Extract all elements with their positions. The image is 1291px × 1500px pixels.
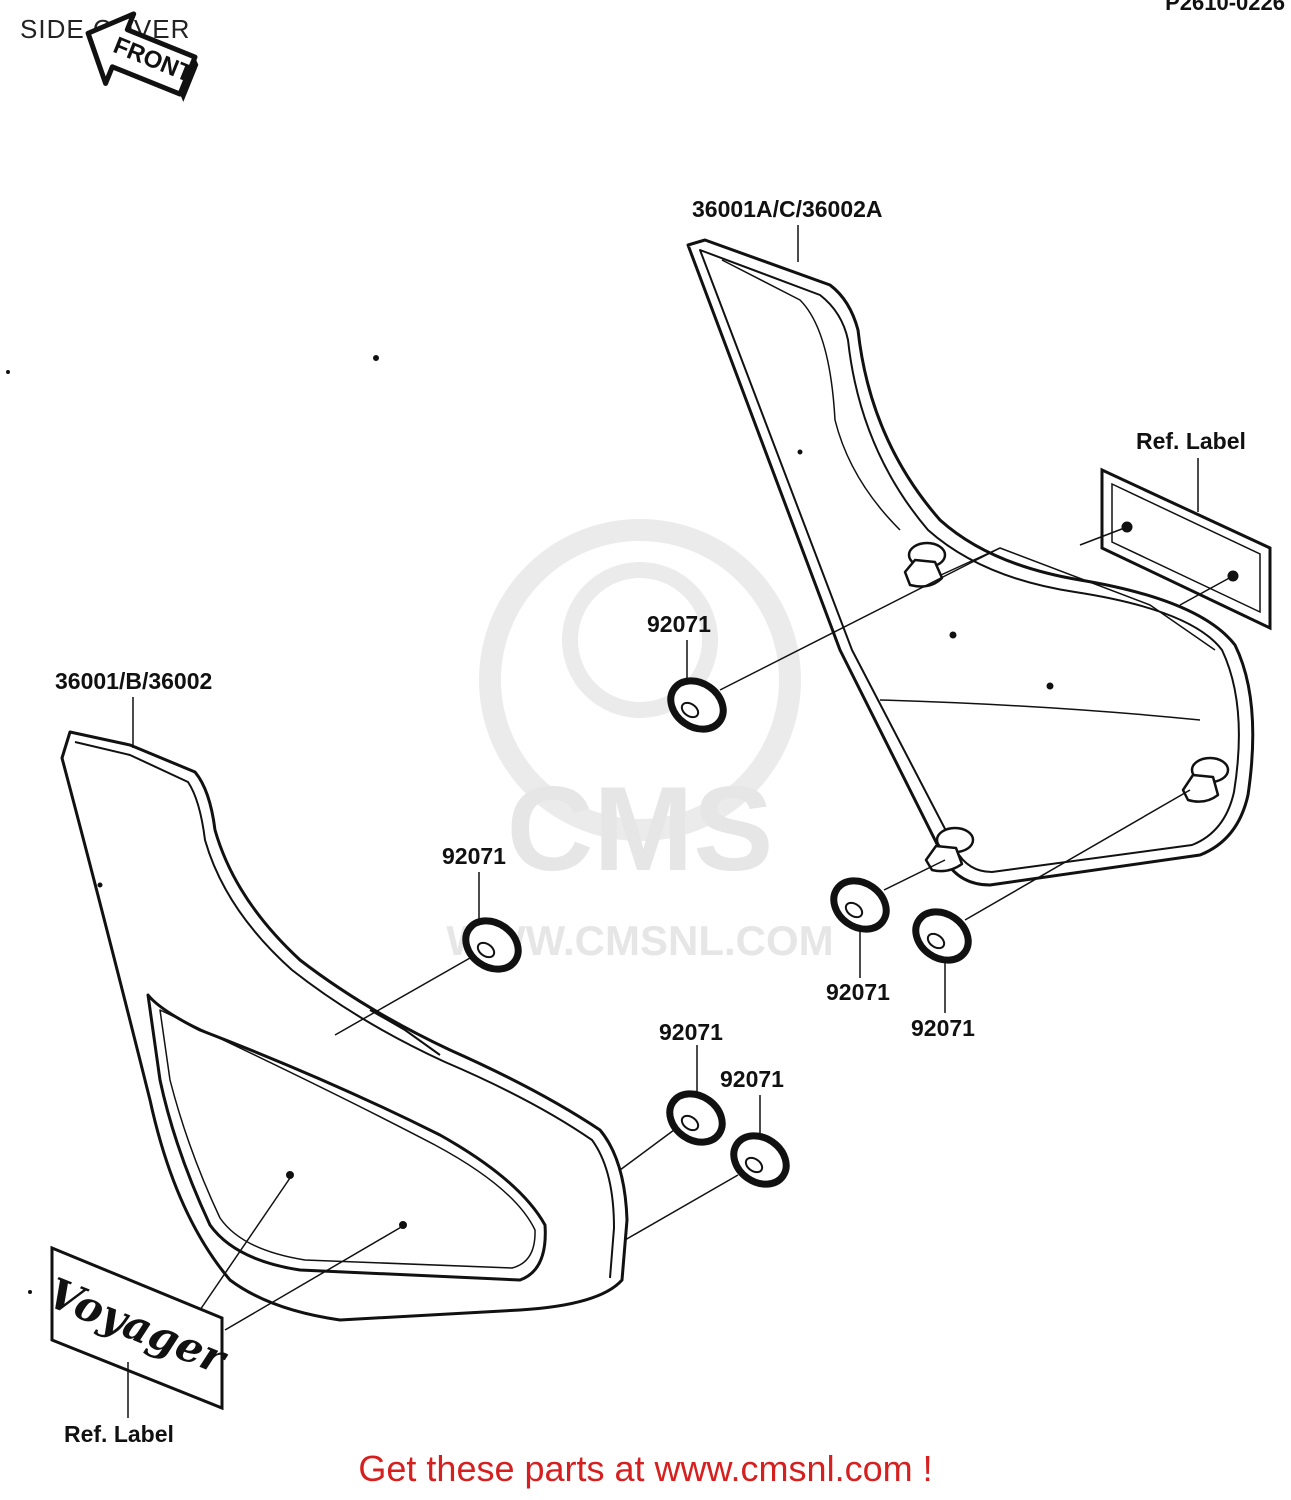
assembly-lines — [334, 547, 1191, 1241]
part-label-left-cover: 36001/B/36002 — [55, 668, 212, 694]
cms-watermark: CMS WWW.CMSNL.COM — [446, 519, 834, 964]
right-ref-label-plate — [1079, 467, 1272, 631]
grommet-left-lower-b — [730, 1132, 790, 1188]
part-label-92071: 92071 — [659, 1019, 723, 1045]
part-label-92071: 92071 — [911, 1015, 975, 1041]
grommet-right-lower-a — [830, 877, 890, 933]
left-side-cover — [60, 730, 629, 1322]
leader-lines — [127, 225, 1199, 1418]
speck — [28, 1290, 32, 1294]
ref-label-right: Ref. Label — [1136, 428, 1246, 454]
speck — [373, 355, 379, 361]
speck — [6, 370, 10, 374]
grommet-left-upper — [462, 917, 522, 973]
grommet-upper-right — [667, 677, 727, 733]
footer-link-text[interactable]: Get these parts at www.cmsnl.com ! — [358, 1448, 933, 1489]
diagram-code: P2610-0226 — [1165, 0, 1285, 15]
part-label-92071: 92071 — [720, 1066, 784, 1092]
part-label-right-cover: 36001A/C/36002A — [692, 196, 883, 222]
grommet-right-lower-b — [912, 908, 972, 964]
part-label-92071: 92071 — [647, 611, 711, 637]
part-label-92071: 92071 — [442, 843, 506, 869]
grommet-left-lower-a — [666, 1090, 726, 1146]
front-arrow: FRONT — [85, 11, 199, 102]
watermark-brand: CMS — [507, 762, 774, 896]
part-label-92071: 92071 — [826, 979, 890, 1005]
ref-label-left: Ref. Label — [64, 1421, 174, 1447]
